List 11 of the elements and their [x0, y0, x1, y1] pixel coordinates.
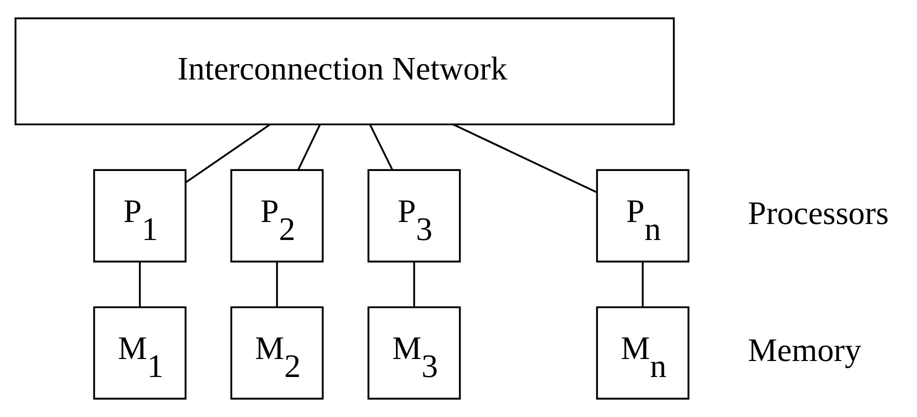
node-box: Interconnection Network [14, 17, 675, 126]
connector [297, 124, 321, 170]
connector [369, 124, 394, 170]
connector [452, 124, 597, 193]
label: Memory [748, 333, 862, 370]
connector [276, 262, 278, 306]
connector [138, 262, 141, 306]
connector [413, 262, 416, 306]
connector [642, 262, 644, 306]
label: Processors [748, 196, 889, 232]
connector [186, 124, 271, 183]
